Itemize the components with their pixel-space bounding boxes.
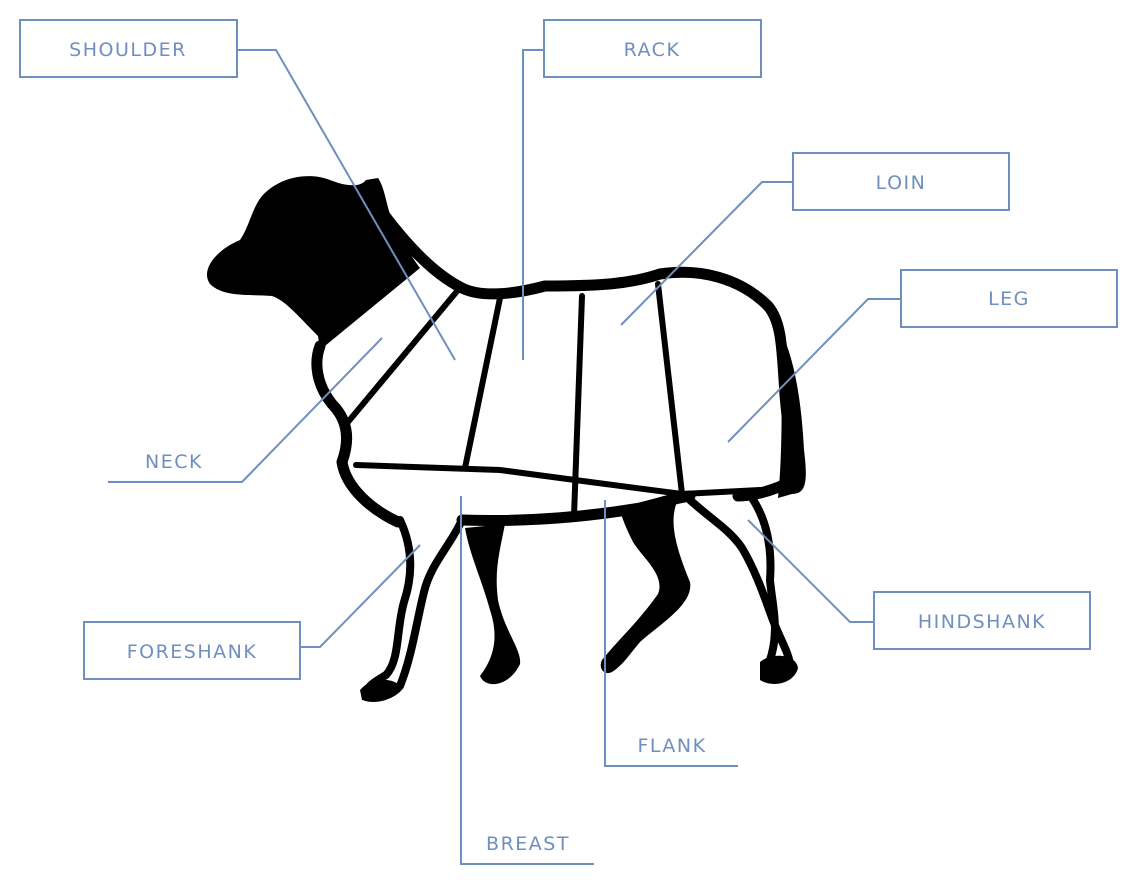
leader-flank: [604, 500, 738, 767]
label-hindshank-box: [873, 591, 1091, 650]
divider-loin-leg: [655, 281, 685, 497]
leader-hindshank: [747, 519, 874, 623]
divider-belly-line: [353, 462, 763, 498]
label-rack-text: RACK: [624, 39, 681, 61]
label-loin-text: LOIN: [876, 172, 927, 194]
labels: SHOULDER RACK LOIN LEG NECK: [19, 19, 1118, 865]
leader-shoulder: [237, 49, 456, 361]
label-foreshank: FORESHANK: [83, 544, 421, 680]
label-rack-box: [543, 19, 762, 78]
leader-leg: [727, 298, 901, 443]
label-foreshank-text: FORESHANK: [127, 641, 258, 663]
label-flank: FLANK: [604, 500, 738, 767]
label-neck-text: NECK: [145, 451, 203, 473]
label-shoulder-text: SHOULDER: [69, 39, 187, 61]
leader-loin: [620, 181, 793, 326]
lamb-tail: [778, 330, 806, 498]
label-leg: LEG: [727, 269, 1118, 443]
hind-hoof-near: [760, 655, 798, 684]
front-hoof-near: [360, 679, 400, 701]
divider-neck-shoulder: [345, 287, 461, 425]
label-neck: NECK: [108, 337, 383, 483]
leader-foreshank: [300, 544, 421, 648]
label-flank-text: FLANK: [637, 735, 706, 757]
leader-rack: [522, 49, 544, 360]
divider-shoulder-rack: [462, 295, 503, 471]
label-foreshank-box: [83, 621, 301, 680]
front-leg-near: [361, 516, 464, 702]
label-hindshank-text: HINDSHANK: [918, 611, 1046, 633]
label-rack: RACK: [522, 19, 762, 360]
label-hindshank: HINDSHANK: [747, 519, 1091, 650]
lamb-silhouette: [206, 176, 806, 702]
label-breast: BREAST: [460, 496, 594, 865]
lamb-head: [206, 176, 420, 350]
label-leg-text: LEG: [988, 288, 1030, 310]
label-breast-text: BREAST: [486, 833, 570, 855]
hind-leg-near: [686, 494, 794, 668]
label-shoulder: SHOULDER: [19, 19, 456, 361]
label-loin: LOIN: [620, 152, 1010, 326]
front-leg-far: [465, 524, 521, 685]
label-shoulder-box: [19, 19, 238, 78]
cut-dividers: [345, 281, 763, 519]
leader-breast: [460, 496, 594, 865]
leader-neck: [108, 337, 383, 483]
hind-leg-far: [600, 500, 691, 674]
